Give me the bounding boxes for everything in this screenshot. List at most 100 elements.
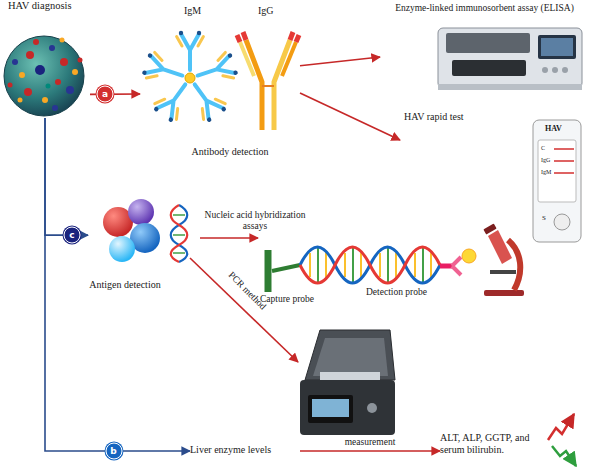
- igm-antibody: [141, 31, 239, 124]
- connector-group: [45, 57, 440, 451]
- connector-arrow: [200, 237, 258, 239]
- capsid-spot: [12, 59, 18, 65]
- pcr-lid-inner: [313, 338, 388, 376]
- capsid-spot: [42, 97, 48, 103]
- heavy-chain: [181, 34, 199, 70]
- node-text: Enzyme-linked immunosorbent assay (ELISA…: [380, 3, 589, 14]
- capsid-spot: [33, 39, 39, 45]
- antigen-sphere: [128, 199, 154, 225]
- node-text: Liver enzyme levels: [190, 444, 300, 456]
- capsid-spot: [52, 105, 58, 111]
- test-band: [554, 160, 574, 162]
- antigen-illustration: [103, 199, 187, 262]
- light-chain: [177, 37, 204, 47]
- capsid-spot: [46, 84, 51, 89]
- igm-monomer: [151, 77, 196, 124]
- igm-monomer: [141, 51, 187, 89]
- reader-button: [552, 67, 558, 73]
- igm-monomer: [184, 77, 229, 124]
- callout-badge: b: [105, 443, 122, 460]
- band-label: IgG: [541, 157, 550, 164]
- detection-probe-stem: [440, 264, 452, 269]
- plate-tray: [452, 60, 526, 76]
- pcr-arrow: [190, 258, 298, 362]
- microscope-arm: [508, 240, 520, 290]
- hybridization-illustration: [268, 223, 524, 296]
- connector-arrow: [300, 57, 380, 66]
- pcr-lid: [305, 330, 395, 380]
- heavy-chain: [246, 40, 262, 130]
- connector-arrow: [45, 118, 88, 235]
- j-chain: [185, 73, 195, 83]
- helix-strand: [300, 247, 440, 283]
- node-text: Antigen detection: [75, 279, 175, 291]
- pcr-knob: [367, 403, 377, 413]
- capsid-spot: [55, 79, 61, 85]
- helix-strand: [300, 247, 440, 283]
- microscope-base: [484, 290, 524, 296]
- reader-screen: [538, 35, 576, 59]
- node-text: Detection probe: [366, 287, 456, 298]
- light-chain: [240, 42, 254, 76]
- microscope-eyepiece: [483, 223, 496, 234]
- strip-body: [533, 120, 581, 242]
- pcr-screen: [312, 399, 349, 417]
- connector-arrow: [45, 118, 190, 451]
- capture-probe-stem: [272, 265, 300, 271]
- connector-arrow: [300, 450, 440, 452]
- hybridization-probe: Capture probe Detection probe: [258, 230, 528, 310]
- node-text: ALT, ALP, GGTP, and serum bilirubin.: [440, 432, 555, 455]
- capsid-spot: [78, 58, 83, 63]
- antigen-sphere: [109, 236, 135, 262]
- method-label: PCR method: [226, 270, 268, 312]
- pcr-machine: [300, 330, 395, 435]
- pcr-panel: [308, 395, 353, 423]
- capsid-spot: [19, 72, 25, 78]
- capsid-spot: [49, 45, 55, 51]
- antibody-name: IgM: [184, 5, 201, 17]
- node-text: Capture probe: [260, 294, 340, 305]
- antigen-site: [237, 32, 299, 42]
- capture-plate: [265, 250, 272, 292]
- light-chain: [282, 42, 296, 76]
- node-text: Antibody detection: [160, 146, 300, 158]
- well-label: S: [542, 214, 546, 222]
- band-label: C: [541, 145, 545, 152]
- edge-label: measurement: [330, 437, 410, 448]
- igm-monomer: [193, 51, 239, 89]
- pcr-body: [300, 380, 395, 435]
- strip-title: HAV: [545, 124, 562, 133]
- edge-label: Nucleic acid hybridization assays: [200, 210, 310, 232]
- decrease-arrow: [552, 446, 576, 466]
- signal-label: [462, 249, 476, 263]
- microscope-tube: [488, 230, 512, 264]
- virus-capsid: [4, 36, 84, 116]
- test-band: [554, 148, 574, 150]
- connector-arrow: [300, 93, 400, 140]
- microscope-stage: [490, 270, 516, 274]
- detection-probe-arm: [452, 257, 461, 275]
- antibody-group: Antibody detection: [140, 5, 300, 165]
- liver-enzyme-box: Liver enzyme levels: [190, 440, 300, 462]
- capsid-spot: [66, 86, 74, 94]
- rapid-test-strip: [533, 120, 581, 242]
- igm-monomer: [177, 31, 204, 70]
- reader-lid: [446, 33, 530, 53]
- result-window: [538, 140, 576, 202]
- antigen-group: Antigen detection: [88, 200, 200, 295]
- band-label: IgM: [541, 169, 551, 176]
- reader-body: [438, 28, 582, 88]
- node-text: HAV rapid test: [404, 111, 514, 123]
- reader-button: [542, 67, 548, 73]
- enzyme-result: ALT, ALP, GGTP, and serum bilirubin.: [440, 428, 555, 468]
- capsid-spot: [24, 88, 32, 96]
- dna-strand: [171, 205, 188, 262]
- virus-illustration: [4, 36, 84, 116]
- elisa-reader: Enzyme-linked immunosorbent assay (ELISA…: [380, 0, 589, 95]
- hinge: [262, 85, 274, 87]
- virus-node: HAV diagnosis: [0, 0, 90, 118]
